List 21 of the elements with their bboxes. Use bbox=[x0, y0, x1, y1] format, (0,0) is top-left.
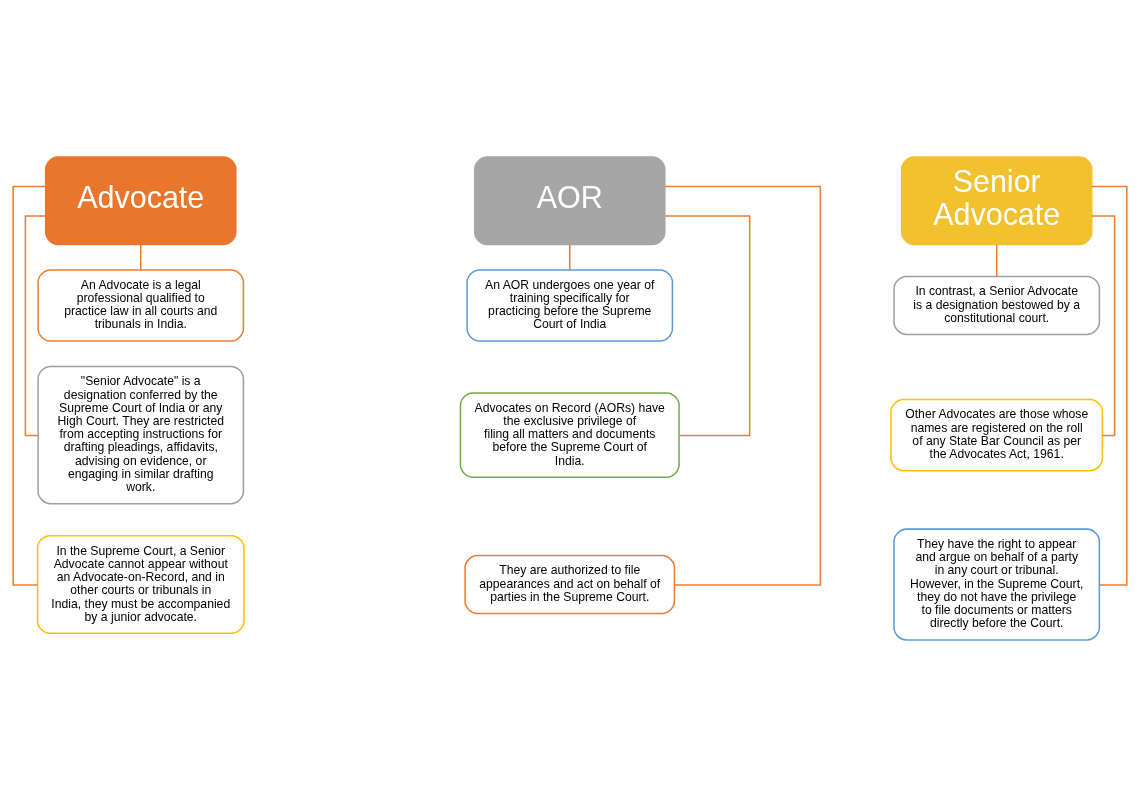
node-box: An Advocate is a legal professional qualified to practice law in all courts and tribunals in India. bbox=[37, 268, 245, 342]
connector bbox=[1091, 214, 1116, 436]
connector bbox=[24, 214, 47, 436]
node-box: Other Advocates are those whose names are registered on the roll of any State Bar Council as per the Advocates Act, 1961. bbox=[890, 398, 1104, 471]
connector bbox=[664, 185, 822, 586]
connector bbox=[995, 243, 998, 277]
node-box: They have the right to appear and argue on behalf of a party in any court or tribunal. However, in the Supreme Court, they do not have the privilege to file documents or matters directly before the Court. bbox=[893, 527, 1101, 641]
node-box: Senior Advocate bbox=[900, 155, 1093, 245]
node-box: Advocate bbox=[44, 155, 237, 245]
connector bbox=[12, 185, 47, 586]
connector bbox=[569, 243, 571, 271]
node-box: In the Supreme Court, a Senior Advocate cannot appear without an Advocate-on-Record, and in other courts or tribunals in India, they must be accompanied by a junior advocate. bbox=[36, 534, 245, 634]
node-box: They are authorized to file appearances and act on behalf of parties in the Supreme Court. bbox=[464, 554, 676, 614]
connector bbox=[1091, 185, 1128, 586]
connector bbox=[664, 214, 751, 436]
node-box: AOR bbox=[473, 155, 666, 245]
node-box: An AOR undergoes one year of training specifically for practicing before the Supreme Court of India bbox=[466, 268, 674, 342]
node-box: In contrast, a Senior Advocate is a designation bestowed by a constitutional court. bbox=[893, 275, 1101, 335]
connector bbox=[140, 243, 142, 271]
node-box: "Senior Advocate" is a designation conferred by the Supreme Court of India or any High Court. They are restricted from accepting instructions for drafting pleadings, affidavits, advising on evidence, or engaging in similar drafting work. bbox=[37, 365, 245, 504]
node-box: Advocates on Record (AORs) have the exclusive privilege of filing all matters and documents before the Supreme Court of India. bbox=[459, 391, 680, 478]
